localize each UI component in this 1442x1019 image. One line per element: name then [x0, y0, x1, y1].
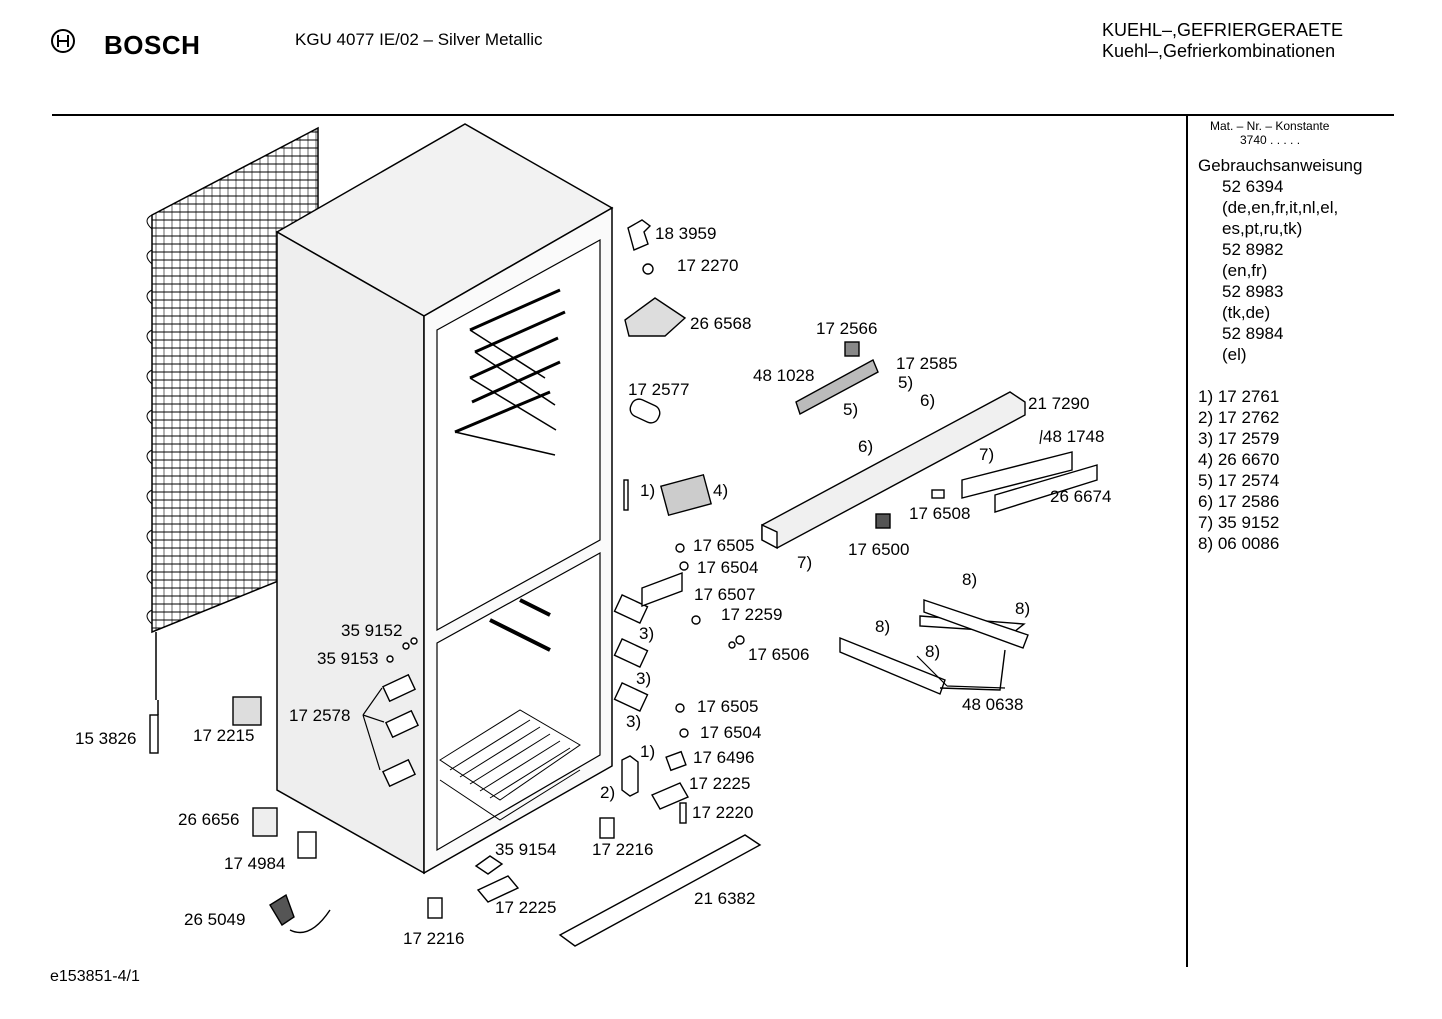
footnote: 3) 17 2579	[1198, 429, 1280, 448]
part-number-label: 8)	[1015, 599, 1030, 618]
category-title: KUEHL–,GEFRIERGERAETE	[1102, 20, 1344, 40]
part-number-label: 17 2225	[689, 774, 750, 793]
manual-languages: (de,en,fr,it,nl,el,	[1222, 198, 1339, 217]
model-title: KGU 4077 IE/02 – Silver Metallic	[295, 30, 543, 49]
part-number-label: 26 5049	[184, 910, 245, 929]
part-number-label: 1)	[640, 742, 655, 761]
part-number-label: 18 3959	[655, 224, 716, 243]
part-number-label: 4)	[713, 481, 728, 500]
control-panel-assembly	[761, 341, 1098, 695]
part-number-label: 17 6496	[693, 748, 754, 767]
part-number-label: 17 2270	[677, 256, 738, 275]
manual-number: 52 8983	[1222, 282, 1284, 301]
drawing-reference: e153851-4/1	[50, 968, 140, 985]
part-number-label: 48 1748	[1043, 427, 1104, 446]
sidebar-divider	[1186, 115, 1188, 967]
part-number-label: 17 2578	[289, 706, 350, 725]
part-number-label: 3)	[639, 624, 654, 643]
manual-languages: (tk,de)	[1222, 303, 1271, 322]
part-number-label: 17 2215	[193, 726, 254, 745]
header-divider	[52, 114, 1394, 116]
part-number-label: 7)	[797, 553, 812, 572]
footnote: 7) 35 9152	[1198, 513, 1280, 532]
part-number-label: 8)	[962, 570, 977, 589]
small-parts	[427, 219, 745, 919]
part-number-label: 17 6504	[697, 558, 758, 577]
part-number-label: 3)	[636, 669, 651, 688]
part-number-label: 17 2216	[403, 929, 464, 948]
footnote: 6) 17 2586	[1198, 492, 1280, 511]
footnote: 2) 17 2762	[1198, 408, 1280, 427]
manual-languages: es,pt,ru,tk)	[1222, 219, 1303, 238]
footnote: 5) 17 2574	[1198, 471, 1280, 490]
part-number-label: 26 6656	[178, 810, 239, 829]
manual-number: 52 8984	[1222, 324, 1284, 343]
part-number-label: 6)	[920, 391, 935, 410]
part-number-label: 8)	[875, 617, 890, 636]
part-number-label: 17 4984	[224, 854, 285, 873]
mat-value: 3740 . . . . .	[1240, 133, 1301, 147]
manual-number: 52 6394	[1222, 177, 1284, 196]
manual-number: 52 8982	[1222, 240, 1284, 259]
door-hinge-pieces	[382, 637, 419, 788]
part-number-label: 17 2225	[495, 898, 556, 917]
part-number-label: 48 0638	[962, 695, 1023, 714]
mat-label: Mat. – Nr. – Konstante	[1210, 119, 1330, 133]
part-number-label: 26 6674	[1050, 487, 1111, 506]
part-number-label: 17 6506	[748, 645, 809, 664]
part-number-label: 2)	[600, 783, 615, 802]
part-number-label: 35 9154	[495, 840, 556, 859]
part-number-label: 3)	[626, 712, 641, 731]
part-number-label: 17 2259	[721, 605, 782, 624]
parts-sidebar: Mat. – Nr. – Konstante 3740 . . . . . Ge…	[1198, 119, 1362, 554]
part-number-label: 17 2216	[592, 840, 653, 859]
part-number-label: 15 3826	[75, 729, 136, 748]
fridge-cabinet	[275, 123, 614, 875]
part-number-label: 17 6508	[909, 504, 970, 523]
part-labels: 18 3959 17 2270 26 6568 17 2566 17 2585 48 10…	[75, 224, 1111, 948]
category-subtitle: Kuehl–,Gefrierkombinationen	[1102, 41, 1336, 61]
part-number-label: 17 2577	[628, 380, 689, 399]
part-number-label: 17 6500	[848, 540, 909, 559]
footnote: 1) 17 2761	[1198, 387, 1280, 406]
part-number-label: 17 2566	[816, 319, 877, 338]
part-number-label: 17 6505	[693, 536, 754, 555]
base-pieces	[149, 696, 762, 947]
part-number-label: 1)	[640, 481, 655, 500]
part-number-label: 17 6505	[697, 697, 758, 716]
part-number-label: 6)	[858, 437, 873, 456]
manual-languages: (el)	[1222, 345, 1247, 364]
part-number-label: 17 2585	[896, 354, 957, 373]
part-number-label: 26 6568	[690, 314, 751, 333]
footnote: 8) 06 0086	[1198, 534, 1280, 553]
part-number-label: 21 7290	[1028, 394, 1089, 413]
part-number-label: 17 2220	[692, 803, 753, 822]
brand-name: BOSCH	[104, 30, 201, 60]
footnote: 4) 26 6670	[1198, 450, 1280, 469]
part-number-label: 5)	[898, 373, 913, 392]
bosch-logo-icon	[50, 28, 76, 59]
part-number-label: 8)	[925, 642, 940, 661]
leader-lines	[362, 429, 1043, 771]
part-number-label: 5)	[843, 400, 858, 419]
part-number-label: 7)	[979, 445, 994, 464]
part-number-label: 17 6507	[694, 585, 755, 604]
part-number-label: 35 9152	[341, 621, 402, 640]
manual-languages: (en,fr)	[1222, 261, 1268, 280]
part-number-label: 48 1028	[753, 366, 814, 385]
part-number-label: 17 6504	[700, 723, 761, 742]
manual-title: Gebrauchsanweisung	[1198, 156, 1363, 175]
part-number-label: 35 9153	[317, 649, 378, 668]
part-number-label: 21 6382	[694, 889, 755, 908]
